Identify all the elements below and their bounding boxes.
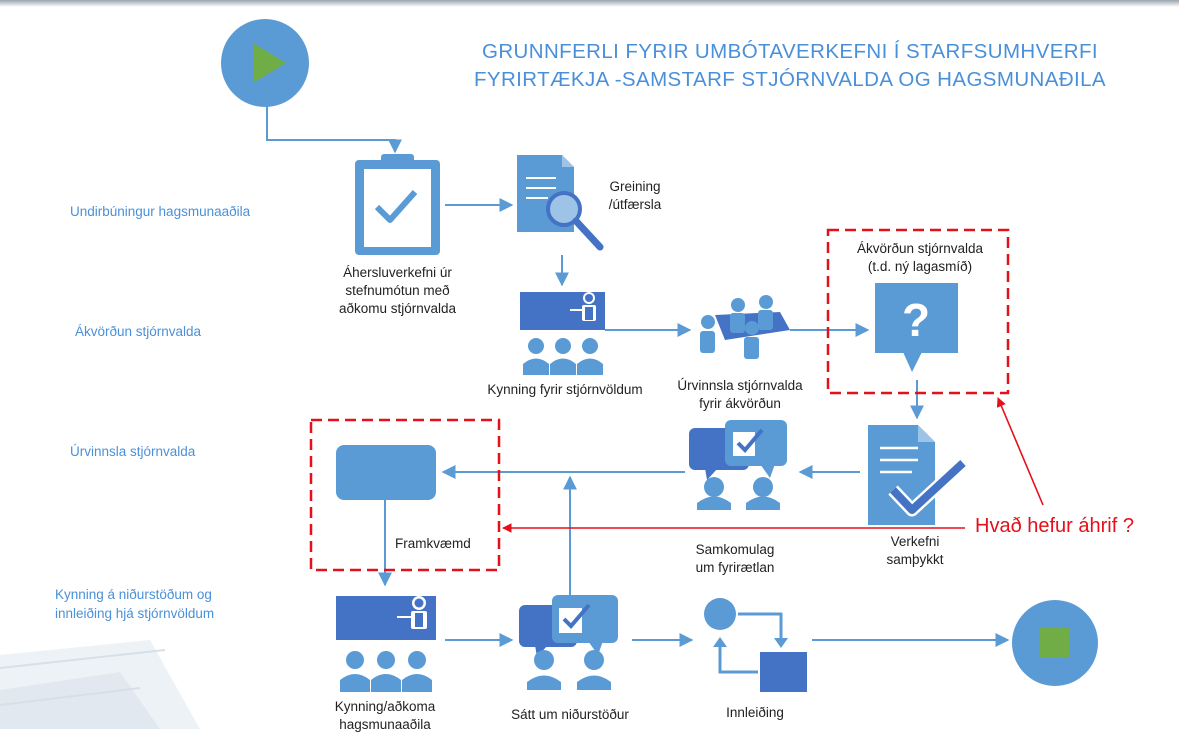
team-meeting-icon bbox=[700, 295, 790, 359]
chat-check-people-icon bbox=[519, 595, 618, 690]
label-line: Greining bbox=[609, 179, 661, 194]
implementation-label: Innleiðing bbox=[726, 705, 784, 720]
highlight-box-decision bbox=[826, 228, 1010, 395]
lane-label-processing: Úrvinnsla stjórnvalda bbox=[70, 444, 196, 459]
label-line: Úrvinnsla stjórnvalda bbox=[677, 378, 803, 393]
label-line: aðkomu stjórnvalda bbox=[338, 301, 457, 316]
label-line: stefnumótun með bbox=[345, 283, 450, 298]
stakeholder-label: Kynning/aðkoma hagsmunaaðila bbox=[320, 698, 450, 734]
question-bubble-icon: ? bbox=[875, 283, 958, 372]
consensus-label: Sátt um niðurstöður bbox=[511, 707, 629, 722]
label-line: fyrir ákvörðun bbox=[699, 396, 781, 411]
processing-label: Úrvinnsla stjórnvalda fyrir ákvörðun bbox=[650, 377, 830, 413]
label-line: Verkefni bbox=[890, 534, 940, 549]
top-border bbox=[0, 0, 1179, 7]
label-line: (t.d. ný lagasmíð) bbox=[867, 259, 973, 274]
focus-project-label: Áhersluverkefni úr stefnumótun með aðkom… bbox=[305, 264, 490, 318]
building-decoration bbox=[0, 640, 200, 729]
label-line: Áhersluverkefni úr bbox=[343, 265, 452, 280]
execution-box bbox=[336, 445, 436, 500]
arrow-start-to-focus bbox=[266, 100, 402, 154]
label-line: /útfærsla bbox=[608, 197, 662, 212]
lane-label-implementation: Kynning á niðurstöðum og innleiðing hjá … bbox=[55, 585, 214, 623]
influence-callout: Hvað hefur áhrif ? bbox=[975, 515, 1134, 537]
presenter-audience-icon bbox=[520, 292, 605, 375]
lane-label-line: innleiðing hjá stjórnvöldum bbox=[55, 606, 215, 621]
presentation-label: Kynning fyrir stjórnvöldum bbox=[487, 382, 643, 397]
presenter-audience-icon bbox=[336, 596, 436, 692]
approved-label: Verkefni samþykkt bbox=[865, 533, 965, 569]
document-search-icon bbox=[517, 155, 604, 251]
execution-label: Framkvæmd bbox=[395, 536, 471, 551]
chat-check-people-icon bbox=[689, 420, 787, 510]
lane-label-preparation: Undirbúningur hagsmunaaðila bbox=[70, 204, 251, 219]
highlight-box-execution bbox=[309, 418, 501, 572]
cycle-process-icon bbox=[704, 598, 807, 692]
title-line-2: FYRIRTÆKJA -SAMSTARF STJÓRNVALDA OG HAGS… bbox=[473, 68, 1107, 91]
decision-label: Ákvörðun stjórnvalda (t.d. ný lagasmíð) bbox=[830, 240, 1010, 276]
callout-arrow-to-decision bbox=[996, 397, 1044, 506]
document-check-icon bbox=[868, 425, 968, 525]
label-line: Kynning/aðkoma bbox=[334, 699, 436, 714]
page-title: GRUNNFERLI FYRIR UMBÓTAVERKEFNI Í STARFS… bbox=[420, 38, 1160, 94]
agreement-label: Samkomulag um fyrirætlan bbox=[675, 541, 795, 577]
label-line: samþykkt bbox=[886, 552, 944, 567]
play-icon bbox=[221, 19, 309, 107]
label-line: hagsmunaaðila bbox=[339, 717, 431, 732]
analysis-label: Greining /útfærsla bbox=[590, 178, 680, 214]
label-line: Samkomulag bbox=[695, 542, 775, 557]
lane-label-line: Kynning á niðurstöðum og bbox=[55, 587, 212, 602]
stop-icon bbox=[1012, 600, 1098, 686]
clipboard-check-icon bbox=[355, 154, 440, 255]
title-line-1: GRUNNFERLI FYRIR UMBÓTAVERKEFNI Í STARFS… bbox=[481, 40, 1098, 63]
label-line: um fyrirætlan bbox=[695, 560, 775, 575]
lane-label-decision: Ákvörðun stjórnvalda bbox=[75, 324, 202, 339]
label-line: Ákvörðun stjórnvalda bbox=[856, 241, 984, 256]
svg-text:?: ? bbox=[902, 294, 930, 346]
